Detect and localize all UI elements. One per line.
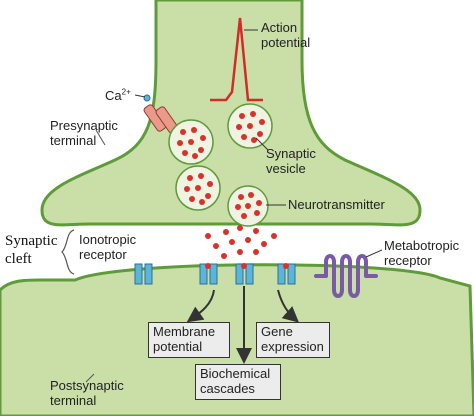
metabotropic-leader [365,249,383,258]
neurotransmitter-label: Neurotransmitter [288,197,385,212]
biochemical-cascades-box: Biochemical cascades [195,364,281,400]
presynaptic-terminal [40,0,422,227]
postsynaptic-terminal-label: Postsynaptic terminal [50,378,124,408]
vesicle-1 [168,119,214,165]
calcium-channel [134,94,179,134]
arrow-to-membrane [186,289,215,323]
ionotropic-receptor-label: Ionotropic receptor [79,232,137,262]
vesicle-4 [227,185,269,227]
gene-expression-box: Gene expression [256,322,330,358]
released-neurotransmitters [205,225,277,259]
presynaptic-leader [95,129,106,146]
action-potential-label: Action potential [261,20,311,50]
postsynaptic-leader [85,373,95,383]
action-potential-spike [210,17,263,102]
synaptic-cleft-bracket [61,229,75,275]
ionotropic-receptors [134,263,296,285]
synaptic-cleft-label: Synaptic cleft [5,233,58,267]
calcium-label: Ca2+ [105,87,131,103]
vesicle-3 [175,165,221,211]
vesicle-2 [227,103,273,149]
presynaptic-terminal-label: Presynaptic terminal [50,118,118,148]
metabotropic-receptor-label: Metabotropic receptor [384,238,460,268]
vesicle-leader [255,137,269,151]
postsynaptic-terminal [0,263,474,416]
synaptic-vesicle-label: Synaptic vesicle [266,146,316,176]
membrane-potential-box: Membrane potential [148,322,230,358]
metabotropic-receptor [314,254,378,298]
arrow-to-gene [277,289,300,323]
